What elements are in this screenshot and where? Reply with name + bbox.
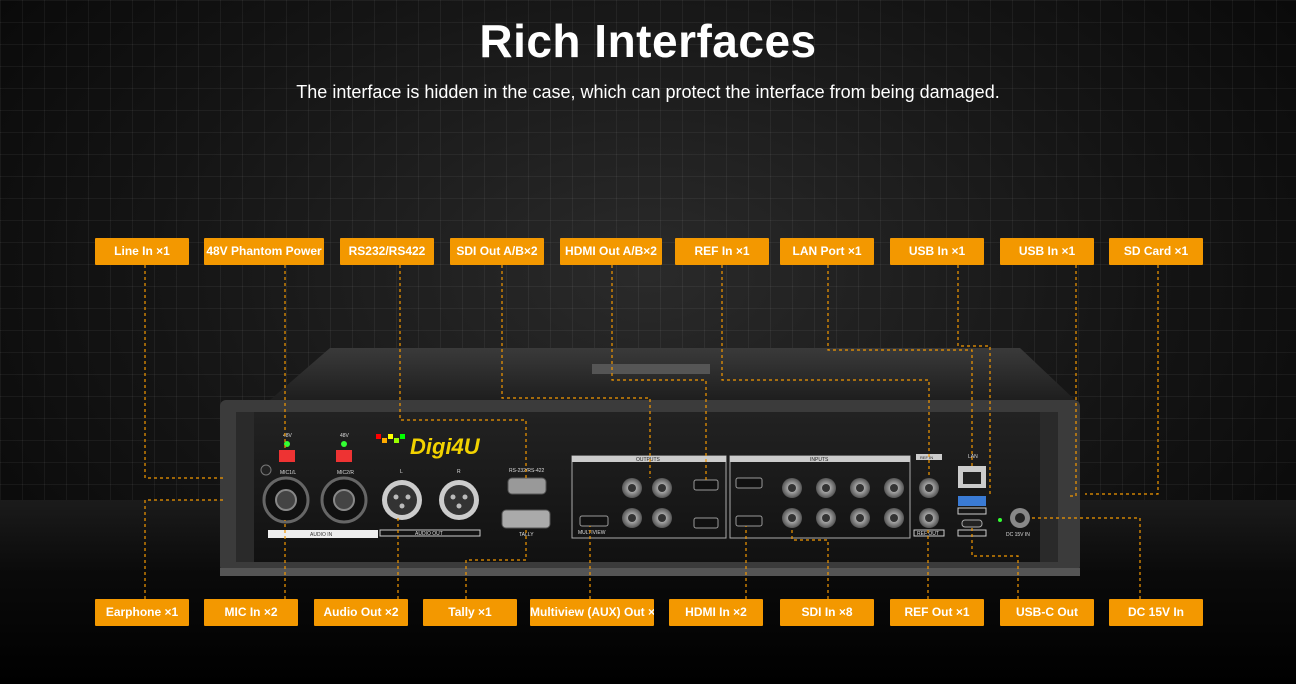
svg-text:AUDIO IN: AUDIO IN [310, 532, 333, 538]
brand-logo: Digi4U [376, 434, 481, 459]
svg-text:OUTPUTS: OUTPUTS [636, 457, 661, 463]
svg-text:MIC2/R: MIC2/R [337, 470, 354, 476]
svg-text:TALLY: TALLY [519, 532, 534, 538]
svg-text:REF OUT: REF OUT [917, 531, 939, 537]
label-lan-port: LAN Port ×1 [780, 238, 874, 265]
page-subtitle: The interface is hidden in the case, whi… [296, 82, 1000, 102]
label-usb-in-1: USB In ×1 [890, 238, 984, 265]
svg-text:Digi4U: Digi4U [410, 434, 481, 459]
svg-text:RS-232/RS-422: RS-232/RS-422 [509, 468, 545, 474]
label-ref-out: REF Out ×1 [890, 599, 984, 626]
label-mic-in: MIC In ×2 [204, 599, 298, 626]
svg-text:MIC1/L: MIC1/L [280, 470, 296, 476]
label-line-in: Line In ×1 [95, 238, 189, 265]
label-usb-c-out: USB-C Out [1000, 599, 1094, 626]
label-phantom-power: 48V Phantom Power [204, 238, 324, 265]
label-sdi-in: SDI In ×8 [780, 599, 874, 626]
label-sdi-out: SDI Out A/B×2 [450, 238, 544, 265]
label-ref-in: REF In ×1 [675, 238, 769, 265]
label-rs232: RS232/RS422 [340, 238, 434, 265]
label-hdmi-out: HDMI Out A/B×2 [560, 238, 662, 265]
svg-text:INPUTS: INPUTS [810, 457, 829, 463]
label-sd-card: SD Card ×1 [1109, 238, 1203, 265]
label-hdmi-in: HDMI In ×2 [669, 599, 763, 626]
svg-text:L: L [400, 469, 403, 475]
page-title: Rich Interfaces [479, 15, 817, 67]
label-multiview-out: Multiview (AUX) Out ×1 [530, 599, 654, 626]
label-audio-out: Audio Out ×2 [314, 599, 408, 626]
svg-text:DC 15V IN: DC 15V IN [1006, 532, 1030, 538]
svg-text:MULTIVIEW: MULTIVIEW [578, 530, 606, 536]
svg-text:R: R [457, 469, 461, 475]
label-dc-in: DC 15V In [1109, 599, 1203, 626]
label-earphone: Earphone ×1 [95, 599, 189, 626]
svg-text:LAN: LAN [968, 454, 978, 460]
label-usb-in-2: USB In ×1 [1000, 238, 1094, 265]
label-tally: Tally ×1 [423, 599, 517, 626]
svg-text:REF IN: REF IN [920, 455, 933, 460]
phantom-1-label: 48V [283, 433, 293, 439]
svg-text:AUDIO OUT: AUDIO OUT [415, 531, 443, 537]
phantom-2-label: 48V [340, 433, 350, 439]
